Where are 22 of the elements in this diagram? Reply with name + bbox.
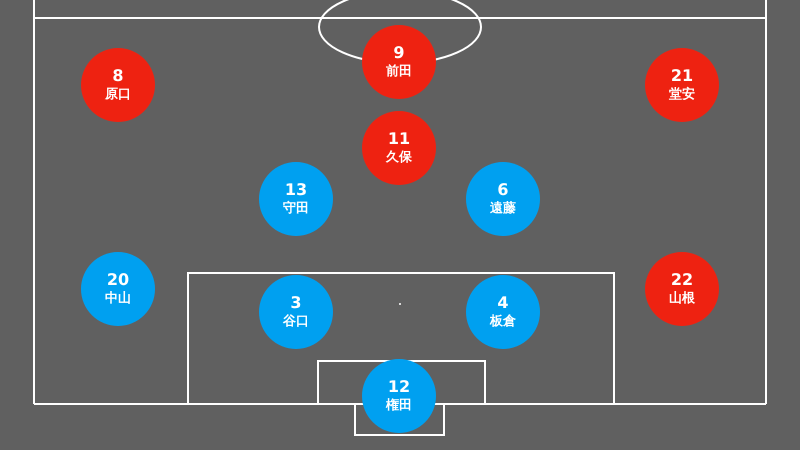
jersey-number: 4: [497, 293, 509, 313]
player-name: 中山: [105, 290, 131, 308]
player-name: 谷口: [283, 313, 309, 331]
jersey-number: 9: [393, 43, 405, 63]
jersey-number: 6: [497, 180, 509, 200]
player-name: 権田: [386, 397, 412, 415]
player-name: 板倉: [490, 313, 516, 331]
player-name: 前田: [386, 63, 412, 81]
jersey-number: 22: [670, 270, 694, 290]
player-name: 原口: [105, 86, 131, 104]
player-name: 堂安: [669, 86, 695, 104]
jersey-number: 11: [388, 129, 410, 149]
jersey-number: 3: [290, 293, 302, 313]
player-name: 久保: [386, 149, 412, 167]
jersey-number: 20: [106, 270, 130, 290]
jersey-number: 21: [670, 66, 694, 86]
jersey-number: 13: [284, 180, 308, 200]
player-name: 山根: [669, 290, 695, 308]
player-name: 遠藤: [490, 200, 516, 218]
jersey-number: 12: [388, 377, 410, 397]
player-name: 守田: [283, 200, 309, 218]
jersey-number: 8: [112, 66, 124, 86]
